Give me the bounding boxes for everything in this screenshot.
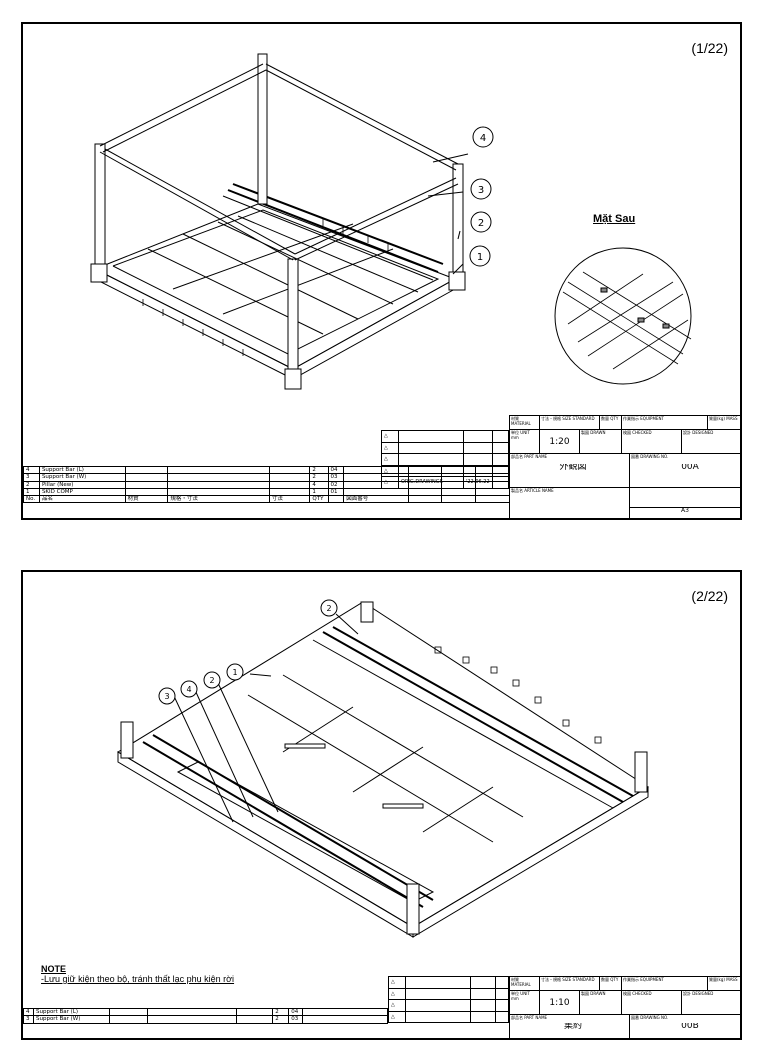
scale-value: 1:10 [540,991,580,1015]
balloon-callouts: 4 3 2 1 [469,126,494,267]
page-number: (2/22) [691,588,728,604]
scale-value: 1:20 [540,430,580,454]
note-title: NOTE [41,964,67,974]
balloon-callouts: 2 1 2 4 3 [158,599,338,705]
revision-table: △ △ △ △ △ORIG.DRAWINGS'22.06.22 [381,430,510,489]
balloon-3: 3 [164,692,169,701]
sheet-size: A3 [630,508,741,519]
drawing-title: 外観図 [559,464,587,472]
balloon-4: 4 [480,133,486,144]
balloon-3: 3 [478,185,484,196]
balloon-1: 1 [477,252,483,263]
balloon-1: 1 [232,668,237,677]
drawing-title: 集約 [563,1023,582,1031]
balloon-2: 2 [478,218,484,229]
rear-view-label: Mặt Sau [593,213,636,225]
balloon-2: 2 [326,604,331,613]
balloon-4: 4 [186,685,191,694]
balloon-2: 2 [209,676,214,685]
revision-table: △ △ △ △ [388,976,509,1023]
drawing-number: 00A [681,464,699,472]
orig-date: '22.06.22 [463,476,493,489]
isometric-skid-drawing [117,601,649,938]
page-number: (1/22) [691,40,728,56]
note-block: NOTE -Lưu giữ kiện theo bộ, tránh thất l… [41,964,234,984]
drawing-sheet-1: (1/22) [21,22,742,520]
drawing-number: 00B [681,1023,699,1031]
orig-drawings-label: ORIG.DRAWINGS [398,476,464,489]
title-block: 材質 MATERIAL 寸法・規格 SIZE STANDARD 数量 QTY 作… [509,976,741,1039]
note-body: -Lưu giữ kiện theo bộ, tránh thất lạc ph… [41,974,235,984]
title-block: 材質 MATERIAL 寸法・規格 SIZE STANDARD 数量 QTY 作… [509,415,741,519]
drawing-sheet-2: (2/22) [21,570,742,1040]
isometric-assembly-drawing [90,53,692,390]
